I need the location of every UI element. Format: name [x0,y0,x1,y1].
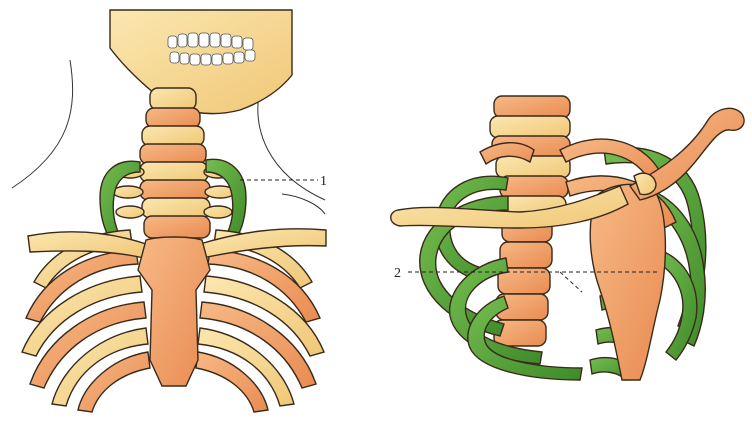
sternum [137,236,211,387]
neck-outline [11,59,74,189]
oblique-clavicle [390,185,629,229]
oblique-orange-ribs [479,138,677,229]
clavicle-right [199,228,327,259]
neck-outline-right [257,79,326,201]
cervical-rib-left [99,160,141,239]
acromion [628,107,745,201]
cervical-rib-right [205,158,247,239]
cervical-spine [112,87,236,239]
shoulder-outline-right [281,193,326,215]
callout-1-label: 1 [320,174,327,189]
left-figure: 1 [11,9,327,413]
callout-2-label: 2 [394,266,401,281]
oblique-thoracic-spine [493,215,553,347]
callout-2-leader-branch [559,271,583,293]
oblique-clavicle-tip [633,172,657,196]
ribcage-left [21,229,151,413]
right-figure: 2 [390,95,745,381]
teeth [167,32,256,66]
ribcage-right [195,229,325,413]
